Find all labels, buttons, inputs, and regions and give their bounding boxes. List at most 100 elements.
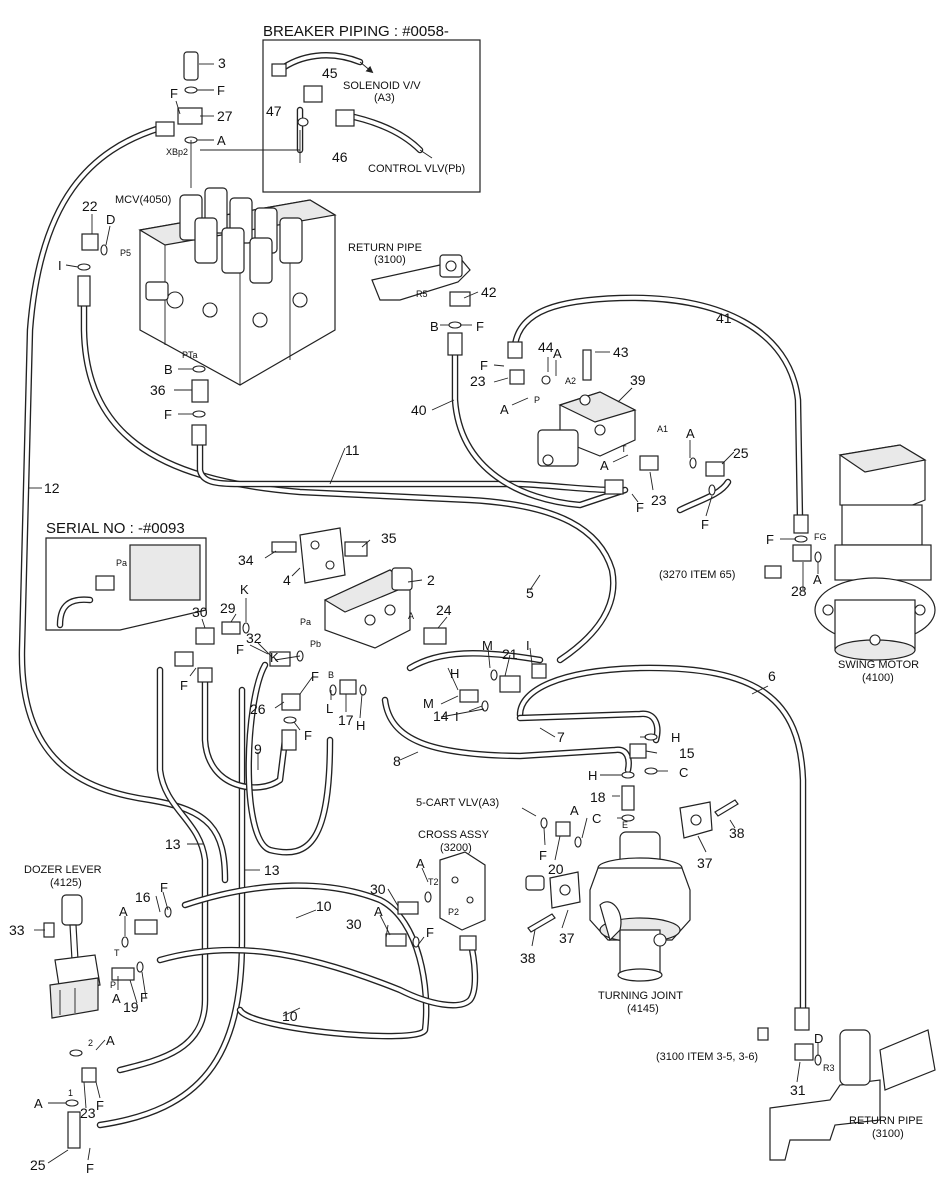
callout-A-8: A — [416, 856, 425, 871]
callout-19: 19 — [123, 999, 139, 1015]
port-pta: PTa — [182, 350, 198, 360]
callout-29-a: 29 — [220, 600, 236, 616]
mcv-top-parts — [77, 51, 209, 446]
hose-end-11 — [191, 424, 207, 446]
callout-A-5: A — [600, 458, 609, 473]
mcv-caption: MCV(4050) — [115, 194, 171, 206]
item3100-caption: (3100 ITEM 3-5, 3-6) — [656, 1051, 758, 1063]
callout-20: 20 — [548, 861, 564, 877]
port-a1: A1 — [657, 424, 668, 434]
callout-10-b: 10 — [282, 1008, 298, 1024]
swing-motor-caption: SWING MOTOR — [838, 659, 919, 671]
hose-end-i — [77, 275, 91, 307]
fitting-26 — [281, 693, 301, 711]
callout-A-13: A — [34, 1096, 43, 1111]
bolt-38-left — [527, 913, 556, 933]
callout-I-3: I — [455, 709, 459, 724]
block-inset — [129, 544, 201, 601]
callout-36: 36 — [150, 382, 166, 398]
fitting-20 — [555, 821, 571, 837]
return-pipe-bottom-ref: (3100) — [872, 1128, 904, 1140]
callout-F-11: F — [180, 678, 188, 693]
hose-end-13a — [174, 651, 194, 667]
callout-18: 18 — [590, 789, 606, 805]
port-pa-inset: Pa — [116, 558, 127, 568]
callout-I-1: I — [58, 258, 62, 273]
port-2-dozer: 2 — [88, 1038, 93, 1048]
callout-12: 12 — [44, 480, 60, 496]
fitting-27 — [177, 107, 203, 125]
callout-F-16: F — [140, 990, 148, 1005]
middle-fittings — [174, 621, 658, 848]
callout-39: 39 — [630, 372, 646, 388]
callout-A-6: A — [813, 572, 822, 587]
bolt-38-right — [714, 799, 739, 817]
callout-41: 41 — [716, 310, 732, 326]
hose-end-41-bottom — [793, 514, 809, 534]
dozer-lever-caption: DOZER LEVER — [24, 864, 102, 876]
callout-F-3: F — [164, 407, 172, 422]
callout-28: 28 — [791, 583, 807, 599]
callout-40: 40 — [411, 402, 427, 418]
bolt-43 — [582, 349, 592, 381]
callout-4: 4 — [283, 572, 291, 588]
fitting-30 — [195, 627, 215, 645]
fitting-15 — [629, 743, 647, 759]
cross-assy-ref: (3200) — [440, 842, 472, 854]
port-p2: P2 — [448, 907, 459, 917]
callout-2: 2 — [427, 572, 435, 588]
callout-B-1: B — [164, 362, 173, 377]
fitting-46 — [335, 109, 355, 127]
callout-24: 24 — [436, 602, 452, 618]
breaker-inset-frame — [262, 39, 481, 193]
turning-joint-ref: (4145) — [627, 1003, 659, 1015]
callout-A-12: A — [106, 1033, 115, 1048]
callout-F-10: F — [311, 669, 319, 684]
callout-43: 43 — [613, 344, 629, 360]
return-pipe-top-caption: RETURN PIPE — [348, 242, 422, 254]
screw-33 — [43, 922, 55, 938]
port-p-39: P — [534, 395, 540, 405]
callout-M-2: M — [423, 696, 434, 711]
fitting-22 — [81, 233, 99, 251]
fitting-28 — [792, 544, 812, 562]
callout-14: 14 — [433, 708, 449, 724]
callout-38-a: 38 — [729, 825, 745, 841]
to-solenoid-ref: (A3) — [374, 92, 395, 104]
callout-46: 46 — [332, 149, 348, 165]
callout-I-2: I — [526, 638, 530, 653]
callout-K-2: K — [270, 650, 279, 665]
valve-39: A2 A1 P T — [509, 349, 725, 496]
callout-F-1: F — [217, 83, 225, 98]
port-t-dozer: T — [114, 948, 120, 958]
fitting-21 — [499, 675, 521, 693]
leader-lines — [28, 63, 819, 1164]
mcv-4050: MCV(4050) P5 PTa XBp2 — [115, 147, 337, 386]
callout-F-13: F — [539, 848, 547, 863]
callout-6: 6 — [768, 668, 776, 684]
callout-11: 11 — [345, 442, 360, 458]
fitting-29 — [221, 621, 241, 635]
callout-H-1: H — [450, 666, 459, 681]
callout-F-17: F — [96, 1098, 104, 1113]
callout-23-b: 23 — [651, 492, 667, 508]
callout-H-4: H — [588, 768, 597, 783]
callout-27: 27 — [217, 108, 233, 124]
port-fg: FG — [814, 532, 827, 542]
return-pipe-bottom: (3100 ITEM 3-5, 3-6) RETURN PIPE (3100) … — [656, 1007, 936, 1161]
fitting-30-cross-b — [385, 933, 407, 947]
callout-30-c: 30 — [346, 916, 362, 932]
callout-44: 44 — [538, 339, 554, 355]
callout-26: 26 — [250, 701, 266, 717]
callout-16: 16 — [135, 889, 151, 905]
callout-37-b: 37 — [559, 930, 575, 946]
callout-8: 8 — [393, 753, 401, 769]
cart-vlv-caption: 5-CART VLV(A3) — [416, 797, 499, 809]
port-r5: R5 — [416, 289, 428, 299]
callout-C-1: C — [679, 765, 688, 780]
fitting-16 — [134, 919, 158, 935]
callout-35: 35 — [381, 530, 397, 546]
port-xbp2: XBp2 — [166, 147, 188, 157]
fitting-19 — [111, 967, 135, 981]
